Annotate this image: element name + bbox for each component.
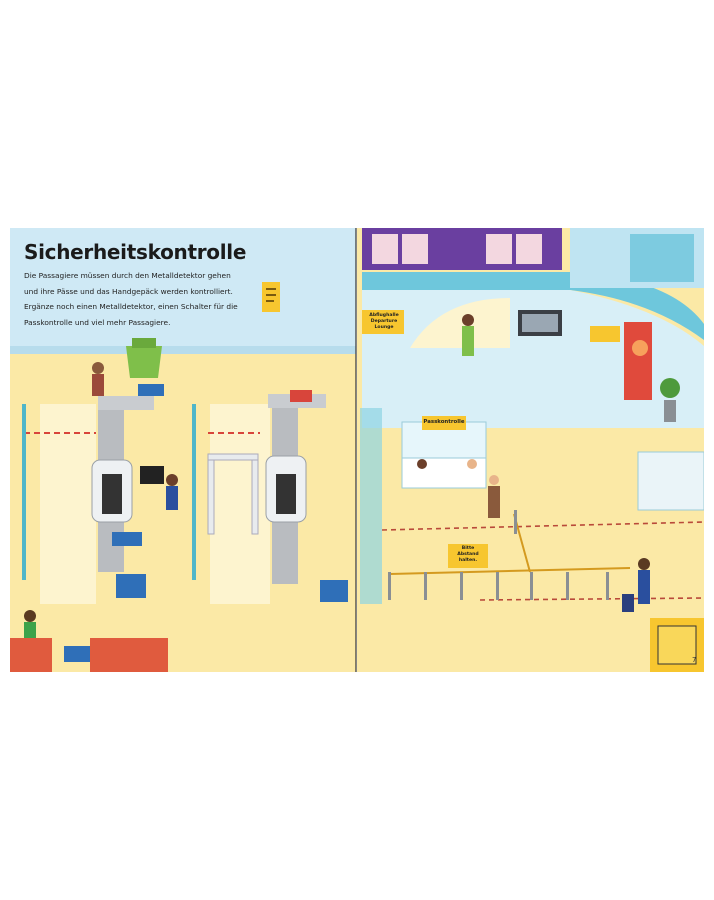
right-page (357, 228, 704, 672)
recycling-bin (126, 346, 162, 378)
passport-control-label: Passkontrolle (423, 419, 465, 425)
page-number: 7 (692, 656, 697, 664)
passenger-figure (92, 362, 104, 374)
toilet-sign (590, 326, 620, 342)
officer-figure (417, 459, 427, 469)
intro-line: Die Passagiere müssen durch den Metallde… (24, 271, 231, 280)
intro-line: und ihre Pässe und das Handgepäck werden… (24, 286, 233, 296)
conveyor-belt-1-top (98, 396, 154, 410)
e-gates (637, 451, 704, 511)
balcony (362, 272, 704, 340)
keep-distance-sign (448, 544, 488, 568)
lounge-sign-text: Abflughalle Departure Lounge (364, 313, 404, 331)
red-door (624, 322, 652, 400)
metal-detector (207, 453, 259, 461)
keep-distance-line: halten. (458, 558, 478, 563)
tray-basket-stack (116, 574, 146, 598)
intro-line: Passkontrolle und viel mehr Passagiere. (24, 317, 171, 327)
keep-distance-line: Abstand (457, 552, 479, 557)
glass-divider-left (22, 404, 26, 580)
potted-plant (664, 400, 676, 422)
lounge-sign-line: Abflughalle (369, 313, 399, 318)
xray-monitor (140, 466, 164, 484)
intro-text: Die Passagiere müssen durch den Metallde… (24, 268, 344, 330)
passenger-figure (462, 314, 474, 326)
page-title: Sicherheitskontrolle (24, 240, 247, 264)
lounge-sign-line: Lounge (374, 325, 394, 330)
keep-distance-line: Bitte (461, 546, 475, 551)
tray-basket-stack (320, 580, 348, 602)
back-wall (10, 228, 356, 350)
keep-distance-text: Bitte Abstand halten. (448, 546, 488, 564)
child-figure (24, 610, 36, 622)
officer-figure (467, 459, 477, 469)
security-officer-figure (166, 474, 178, 486)
glass-divider-mid (192, 404, 196, 580)
intro-line: Ergänze noch einen Metalldetektor, einen… (24, 302, 238, 311)
lounge-sign-line: Departure (370, 319, 398, 324)
passport-control-sign (422, 416, 466, 430)
lounge-sign (362, 310, 404, 334)
tray-basket (138, 384, 164, 396)
passenger-figure (489, 475, 499, 485)
tray-basket (112, 532, 142, 546)
tray-basket (64, 646, 96, 662)
book-spread-illustration (10, 228, 704, 672)
suitcase (290, 390, 312, 402)
left-page (10, 228, 356, 672)
passenger-figure (638, 558, 650, 570)
